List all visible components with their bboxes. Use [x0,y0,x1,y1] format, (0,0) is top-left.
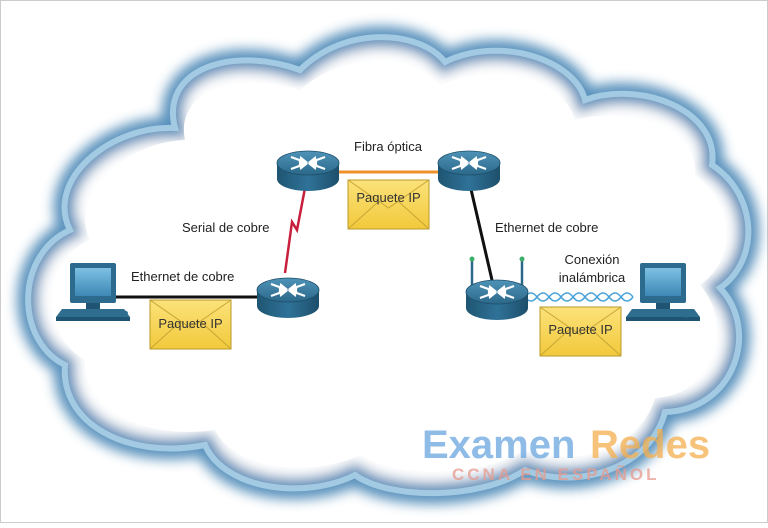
packet-label-top: Paquete IP [356,190,420,205]
serial-link [283,187,307,274]
network-cloud [17,26,760,505]
wireless-label-line1: Conexión [565,252,620,267]
watermark-word1: Examen [422,423,575,467]
pc-icon [626,263,700,321]
fiber-label: Fibra óptica [354,139,423,154]
router-icon [437,150,501,191]
router-icon [256,277,320,318]
ethernet-label-right: Ethernet de cobre [495,220,598,235]
wireless-link [524,292,634,302]
router-icon [276,150,340,191]
pc-icon [56,263,130,321]
envelope-icon: Paquete IP [347,179,430,230]
serial-label: Serial de cobre [182,220,269,235]
watermark-word2: Redes [590,423,710,467]
wireless-label-line2: inalámbrica [559,270,626,285]
packet-label-left: Paquete IP [158,316,222,331]
envelope-icon: Paquete IP [149,299,232,350]
packet-label-right: Paquete IP [548,322,612,337]
watermark-logo: Examen Redes CCNA EN ESPAÑOL [422,423,710,484]
wireless-router-icon [465,256,529,320]
ethernet-link-right [468,184,494,281]
ethernet-label-left: Ethernet de cobre [131,269,234,284]
envelope-icon: Paquete IP [539,306,622,357]
watermark-subtitle: CCNA EN ESPAÑOL [452,464,659,484]
